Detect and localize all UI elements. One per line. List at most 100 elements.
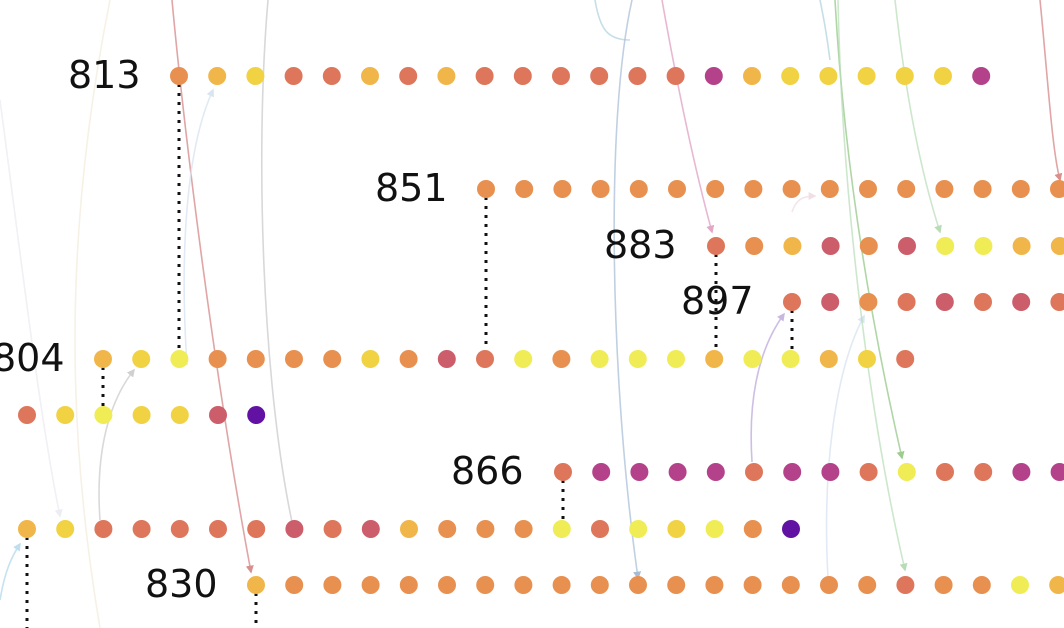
flow-curve <box>74 0 111 628</box>
node <box>1050 293 1064 311</box>
node <box>361 67 379 85</box>
flow-curve <box>594 0 631 41</box>
row-connectors <box>25 84 794 628</box>
flow-curve <box>183 88 214 366</box>
node <box>667 350 685 368</box>
node <box>170 406 189 424</box>
node <box>170 520 189 538</box>
node <box>936 237 955 255</box>
node <box>1049 576 1064 594</box>
node <box>246 350 265 368</box>
node <box>858 576 877 594</box>
row-813 <box>170 67 991 85</box>
node <box>132 406 151 424</box>
node <box>706 180 725 198</box>
node <box>1012 237 1031 255</box>
node <box>935 293 954 311</box>
node <box>552 576 571 594</box>
flow-curve <box>894 0 942 234</box>
node <box>477 180 495 198</box>
flow-curve <box>0 542 21 601</box>
node <box>437 350 456 368</box>
node-rows <box>18 67 1064 594</box>
row-label: 883 <box>604 223 677 267</box>
node <box>590 67 609 85</box>
node <box>1011 180 1030 198</box>
node <box>973 180 992 198</box>
node <box>743 67 761 85</box>
node <box>667 576 686 594</box>
row-804 <box>94 350 915 368</box>
node <box>704 67 723 85</box>
flow-curve <box>661 0 715 234</box>
node <box>94 520 113 538</box>
node <box>553 180 572 198</box>
row-897 <box>783 293 1064 311</box>
row-unlabeled-b <box>18 520 800 538</box>
node <box>820 576 838 594</box>
node <box>743 350 762 368</box>
node <box>285 576 304 594</box>
node <box>56 406 75 424</box>
row-851 <box>477 180 1064 198</box>
node <box>821 463 840 481</box>
node <box>896 576 915 594</box>
node <box>972 67 991 85</box>
flow-curve <box>0 99 63 518</box>
node <box>132 350 151 368</box>
node <box>170 350 189 368</box>
node <box>859 293 878 311</box>
node <box>94 350 112 368</box>
node <box>399 350 418 368</box>
node <box>322 67 341 85</box>
row-866 <box>554 463 1064 481</box>
node <box>247 576 265 594</box>
node <box>896 350 915 368</box>
node <box>668 180 686 198</box>
node <box>628 350 647 368</box>
node <box>705 350 724 368</box>
node <box>783 293 801 311</box>
node <box>208 67 227 85</box>
node <box>438 520 457 538</box>
node <box>1011 576 1029 594</box>
node <box>859 237 878 255</box>
node <box>936 463 954 481</box>
node <box>246 67 265 85</box>
node <box>783 463 802 481</box>
node <box>743 576 762 594</box>
flow-curve <box>98 368 135 521</box>
node <box>668 463 687 481</box>
node <box>743 520 762 538</box>
node <box>819 350 838 368</box>
row-883 <box>707 237 1064 255</box>
node <box>476 576 495 594</box>
node <box>399 576 418 594</box>
node <box>935 180 954 198</box>
row-830 <box>247 576 1064 594</box>
node <box>554 463 572 481</box>
node <box>170 67 188 85</box>
node <box>821 237 840 255</box>
flow-curve <box>1039 0 1063 182</box>
node <box>706 463 725 481</box>
node <box>592 463 611 481</box>
node <box>514 350 533 368</box>
node <box>859 463 878 481</box>
node <box>782 180 801 198</box>
node <box>438 576 456 594</box>
node <box>285 520 304 538</box>
node <box>667 520 686 538</box>
flow-curve <box>613 0 642 580</box>
node <box>590 576 609 594</box>
node <box>707 237 725 255</box>
node <box>745 237 764 255</box>
flow-curve <box>791 192 817 213</box>
node <box>476 520 495 538</box>
node <box>897 463 916 481</box>
node <box>974 463 993 481</box>
node <box>552 350 571 368</box>
node <box>629 520 648 538</box>
